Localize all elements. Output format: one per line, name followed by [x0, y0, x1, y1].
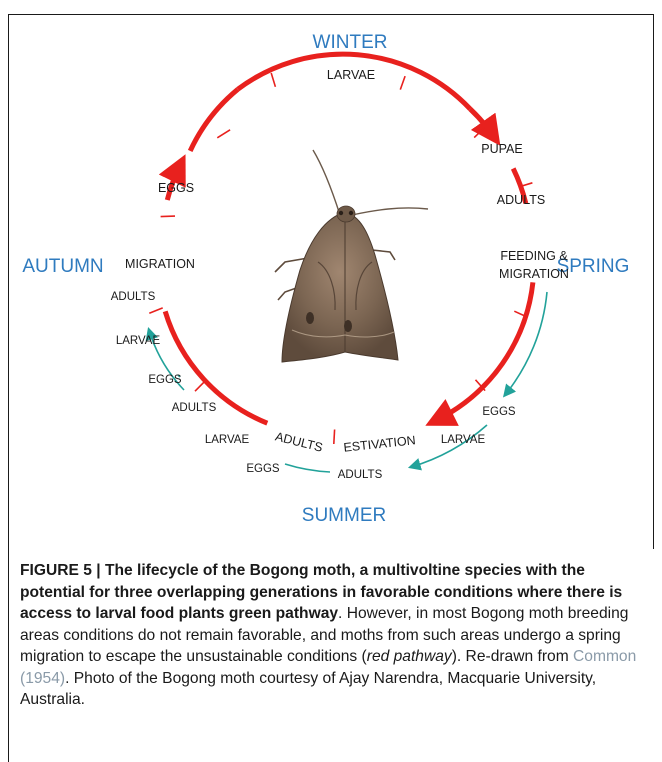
moth-wing-spot [344, 320, 352, 332]
green-arc-larvae-to-adults [411, 425, 487, 467]
label-adults-green-upper-left: ADULTS [111, 291, 156, 303]
caption-text-2: ). Re-drawn from [452, 648, 573, 665]
label-eggs-green-left: EGGS [148, 374, 182, 386]
label-pupae: PUPAE [481, 142, 522, 156]
label-adults-spring: ADULTS [497, 193, 545, 207]
label-migration-autumn: MIGRATION [125, 257, 195, 271]
tick-mark [474, 128, 484, 138]
label-larvae-green-left: LARVAE [116, 335, 161, 347]
season-winter: WINTER [313, 32, 388, 53]
tick-mark [161, 216, 175, 217]
label-eggs-autumn: EGGS [158, 181, 194, 195]
caption-italic: red pathway [367, 648, 452, 665]
season-autumn: AUTUMN [22, 256, 103, 277]
label-feeding: FEEDING & [500, 249, 568, 263]
label-adults-green-bottom: ADULTS [338, 469, 383, 481]
label-eggs-green-bottom: EGGS [246, 463, 280, 475]
label-larvae-winter: LARVAE [327, 68, 375, 82]
tick-mark [217, 130, 230, 138]
tick-mark [271, 73, 275, 87]
moth-eye [339, 211, 343, 215]
green-arc-eggs-to-adults [285, 464, 330, 472]
moth-wings [282, 212, 398, 362]
moth-wing-spot [306, 312, 314, 324]
figure-caption: FIGURE 5 | The lifecycle of the Bogong m… [20, 560, 645, 711]
tick-mark [400, 76, 405, 90]
tick-mark [149, 308, 162, 313]
moth-antenna-right [352, 208, 428, 215]
label-adults-summer: ADULTS [274, 429, 324, 454]
moth-antenna-left [313, 150, 340, 215]
red-arc-pupae-to-adults [470, 109, 493, 136]
label-migration-spring: MIGRATION [499, 267, 569, 281]
bogong-moth-photo [275, 150, 428, 362]
red-arc-spring-to-estivation [437, 282, 533, 420]
tick-mark [195, 381, 205, 391]
moth-eye [349, 211, 353, 215]
lifecycle-diagram: WINTER SPRING SUMMER AUTUMN LARVAE PUPAE… [0, 0, 662, 545]
label-larvae-green-right: LARVAE [441, 434, 486, 446]
label-adults-green-left: ADULTS [172, 402, 217, 414]
red-arc-eggs-to-winter [190, 89, 238, 151]
season-summer: SUMMER [302, 505, 386, 526]
tick-mark [334, 430, 335, 445]
label-eggs-green-right: EGGS [482, 406, 516, 418]
label-larvae-green-bottom: LARVAE [205, 434, 250, 446]
caption-text-3: . Photo of the Bogong moth courtesy of A… [20, 670, 596, 709]
label-estivation: ESTIVATION [343, 433, 417, 454]
